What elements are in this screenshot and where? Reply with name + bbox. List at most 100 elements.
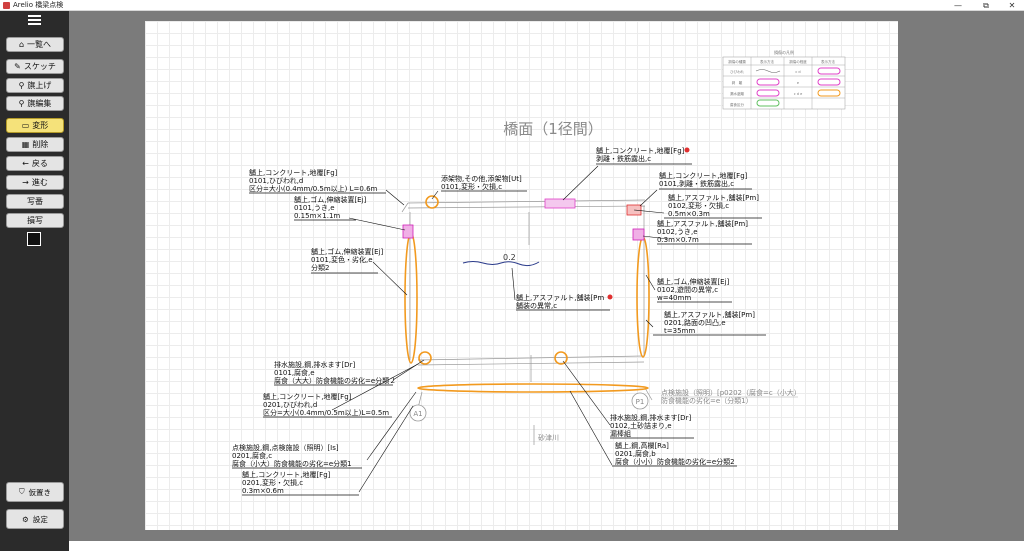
legend-cell: 漏水遊離 bbox=[730, 91, 744, 96]
annotation-dr-corrosion[interactable]: 排水施設,鋼,排水ます[Dr] 0101,腐食,e 腐食（大大）防食機能の劣化=… bbox=[274, 360, 396, 386]
float-marker-left[interactable] bbox=[402, 224, 414, 239]
annotation-line: t=35mm bbox=[664, 327, 695, 335]
flag-edit-button[interactable]: ⚲ 旗編集 bbox=[6, 96, 64, 111]
gear-icon: ⚙ bbox=[22, 514, 29, 524]
legend-cell: c d e bbox=[794, 92, 803, 96]
annotation-line: 舗上,コンクリート,地覆[Fg] bbox=[242, 470, 331, 479]
annotation-line: 0201,腐食,c bbox=[232, 451, 272, 460]
annotation-line: 腐食（小小）防食機能の劣化=e分類2 bbox=[615, 457, 735, 466]
delete-button-label: 削除 bbox=[32, 140, 49, 149]
list-button-label: 一覧へ bbox=[27, 40, 52, 49]
annotation-pm-surface[interactable]: 舗上,アスファルト,舗装[Pm 舗装の異常,c bbox=[516, 293, 613, 311]
maximize-button[interactable]: ⧉ bbox=[983, 1, 989, 10]
annotation-ej-discolor[interactable]: 舗上,ゴム,伸縮装置[Ej] 0101,変色・劣化,e 分類2 bbox=[311, 247, 384, 274]
annotation-fg-peel-right[interactable]: 舗上,コンクリート,地覆[Fg] 0101,剥離・鉄筋露出,c bbox=[659, 171, 752, 190]
trash-icon: ▦ bbox=[21, 139, 30, 149]
sketch-button[interactable]: ✎ スケッチ bbox=[6, 59, 64, 74]
pier-marker-p1: P1 bbox=[631, 392, 649, 410]
peel-marker-deck[interactable] bbox=[544, 198, 576, 209]
annotation-pm-deform[interactable]: 舗上,アスファルト,舗装[Pm] 0102,変形・欠損,c 0.5m×0.3m bbox=[664, 193, 762, 219]
legend-cell: 剥 離 bbox=[732, 80, 743, 85]
bridge-deck-outline bbox=[401, 199, 653, 445]
pencil-icon: ✎ bbox=[14, 61, 21, 71]
annotation-line: 0102,遊間の異常,c bbox=[657, 285, 718, 294]
redo-button[interactable]: → 進む bbox=[6, 175, 64, 190]
annotation-fg-peel-top[interactable]: 舗上,コンクリート,地覆[Fg] 剥離・鉄筋露出,c bbox=[596, 146, 692, 165]
arrow-left-icon: ← bbox=[22, 158, 29, 168]
pin-icon: ⚲ bbox=[18, 80, 25, 90]
annotation-ej-float[interactable]: 舗上,ゴム,伸縮装置[Ej] 0101,うき,e 0.15m×1.1m bbox=[294, 195, 367, 221]
home-icon: ⌂ bbox=[18, 39, 25, 49]
delete-button[interactable]: ▦ 削除 bbox=[6, 137, 64, 152]
save-temp-button-label: 仮置き bbox=[28, 487, 52, 497]
sidebar: ⌂ 一覧へ ✎ スケッチ ⚲ 旗上げ ⚲ 旗編集 ▭ 変形 ▦ 削除 ← 戻る … bbox=[0, 11, 69, 551]
damage-photo-button[interactable]: 損写 bbox=[6, 213, 64, 228]
annotation-ej-gap[interactable]: 舗上,ゴム,伸縮装置[Ej] 0102,遊間の異常,c w=40mm bbox=[657, 277, 732, 303]
abutment-marker-a1: A1 bbox=[409, 404, 427, 422]
leader-lines bbox=[331, 165, 669, 493]
annotation-line: w=40mm bbox=[657, 294, 691, 302]
title-bar: Arelio 橋梁点検 — ⧉ ✕ bbox=[0, 0, 1024, 11]
legend-header: 損傷の程度 bbox=[789, 59, 807, 64]
annotation-line: 舗上,アスファルト,舗装[Pm bbox=[516, 293, 604, 302]
pier-p1-label: P1 bbox=[636, 398, 645, 406]
annotation-line: 舗上,ゴム,伸縮装置[Ej] bbox=[657, 277, 730, 286]
abutment-a1-label: A1 bbox=[413, 410, 422, 418]
photo-number-button[interactable]: 写番 bbox=[6, 194, 64, 209]
box-icon: ⛉ bbox=[18, 487, 25, 496]
annotation-line: 0.5m×0.3m bbox=[668, 210, 710, 218]
annotation-line: 舗上,アスファルト,舗装[Pm] bbox=[664, 310, 755, 319]
annotation-fg-crack-1[interactable]: 舗上,コンクリート,地覆[Fg] 0101,ひびわれ,d 区分=大小(0.4mm… bbox=[249, 168, 386, 194]
transform-button[interactable]: ▭ 変形 bbox=[6, 118, 64, 133]
settings-button[interactable]: ⚙ 設定 bbox=[6, 509, 64, 529]
damage-circle-drain-left[interactable] bbox=[418, 351, 432, 365]
close-button[interactable]: ✕ bbox=[1008, 1, 1016, 10]
annotation-pm-float[interactable]: 舗上,アスファルト,舗装[Pm] 0102,うき,e 0.3m×0.7m bbox=[657, 219, 752, 245]
legend-header: 表示方法 bbox=[821, 59, 835, 64]
float-marker-right[interactable] bbox=[632, 228, 645, 241]
annotation-is-corrosion[interactable]: 点検施設,鋼,点検施設（照明）[Is] 0201,腐食,c 腐食（小大）防食機能… bbox=[232, 443, 362, 469]
settings-button-label: 設定 bbox=[32, 514, 48, 524]
damage-ellipse-left-joint[interactable] bbox=[404, 232, 418, 364]
legend-header: 損傷の種類 bbox=[728, 59, 746, 64]
save-temp-button[interactable]: ⛉ 仮置き bbox=[6, 482, 64, 502]
annotation-line: 0102,変形・欠損,c bbox=[668, 201, 729, 210]
arrow-right-icon: → bbox=[22, 177, 29, 187]
minimize-button[interactable]: — bbox=[954, 1, 962, 10]
hamburger-menu-icon[interactable] bbox=[28, 15, 41, 26]
sketch-button-label: スケッチ bbox=[23, 62, 56, 71]
annotation-fg-deform[interactable]: 舗上,コンクリート,地覆[Fg] 0201,変形・欠損,c 0.3m×0.6m bbox=[242, 470, 359, 496]
list-button[interactable]: ⌂ 一覧へ bbox=[6, 37, 64, 52]
annotation-line: 防食機能の劣化=e（分類1） bbox=[661, 396, 753, 405]
window-title: Arelio 橋梁点検 bbox=[13, 1, 64, 9]
annotation-line: 排水施設,鋼,排水ます[Dr] bbox=[274, 360, 355, 369]
annotation-line: 0201,変形・欠損,c bbox=[242, 478, 303, 487]
crack-width-label: 0.2 bbox=[503, 253, 516, 262]
undo-button[interactable]: ← 戻る bbox=[6, 156, 64, 171]
annotation-is-faint[interactable]: 点検施設（照明）[p0202（腐食=c（小大） 防食機能の劣化=e（分類1） bbox=[661, 388, 801, 405]
damage-ellipse-right-joint[interactable] bbox=[636, 236, 650, 358]
annotation-line: 舗上,コンクリート,地覆[Fg] bbox=[249, 168, 338, 177]
annotation-dr-clog[interactable]: 排水施設,鋼,排水ます[Dr] 0102,土砂詰まり,e 漏棒組 bbox=[610, 413, 694, 439]
damage-ellipse-railing[interactable] bbox=[417, 383, 649, 393]
annotation-line: 舗上,コンクリート,地覆[Fg] bbox=[596, 146, 685, 155]
annotation-fg-crack-2[interactable]: 舗上,コンクリート,地覆[Fg] 0201,ひびわれ,d 区分=大小(0.4mm… bbox=[263, 392, 392, 418]
damage-circle-drain-center[interactable] bbox=[554, 351, 568, 365]
pen-color-swatch[interactable] bbox=[27, 232, 41, 246]
river-label: 砂津川 bbox=[538, 433, 559, 442]
flag-raise-button[interactable]: ⚲ 旗上げ bbox=[6, 78, 64, 93]
damage-circle-attachment[interactable] bbox=[425, 195, 439, 209]
transform-icon: ▭ bbox=[21, 120, 30, 130]
annotation-ut-attachment[interactable]: 添架物,その他,添架物[Ut] 0101,変形・欠損,c bbox=[441, 174, 527, 192]
annotation-line: 舗上,コンクリート,地覆[Fg] bbox=[659, 171, 748, 180]
annotation-line: 0101,変形・欠損,c bbox=[441, 182, 502, 191]
annotation-line: 舗上,アスファルト,舗装[Pm] bbox=[668, 193, 759, 202]
damage-marks bbox=[404, 195, 650, 393]
annotation-line: 点検施設（照明）[p0202（腐食=c（小大） bbox=[661, 388, 801, 397]
undo-button-label: 戻る bbox=[31, 159, 48, 168]
annotation-ra-corrosion[interactable]: 舗上,鋼,高欄[Ra] 0201,腐食,b 腐食（小小）防食機能の劣化=e分類2 bbox=[612, 441, 737, 467]
annotation-line: 0101,ひびわれ,d bbox=[249, 177, 303, 185]
annotation-pm-unevenness[interactable]: 舗上,アスファルト,舗装[Pm] 0201,路面の凹凸,e t=35mm bbox=[653, 310, 766, 336]
annotation-line: 舗上,鋼,高欄[Ra] bbox=[615, 441, 669, 450]
redo-button-label: 進む bbox=[31, 178, 48, 187]
